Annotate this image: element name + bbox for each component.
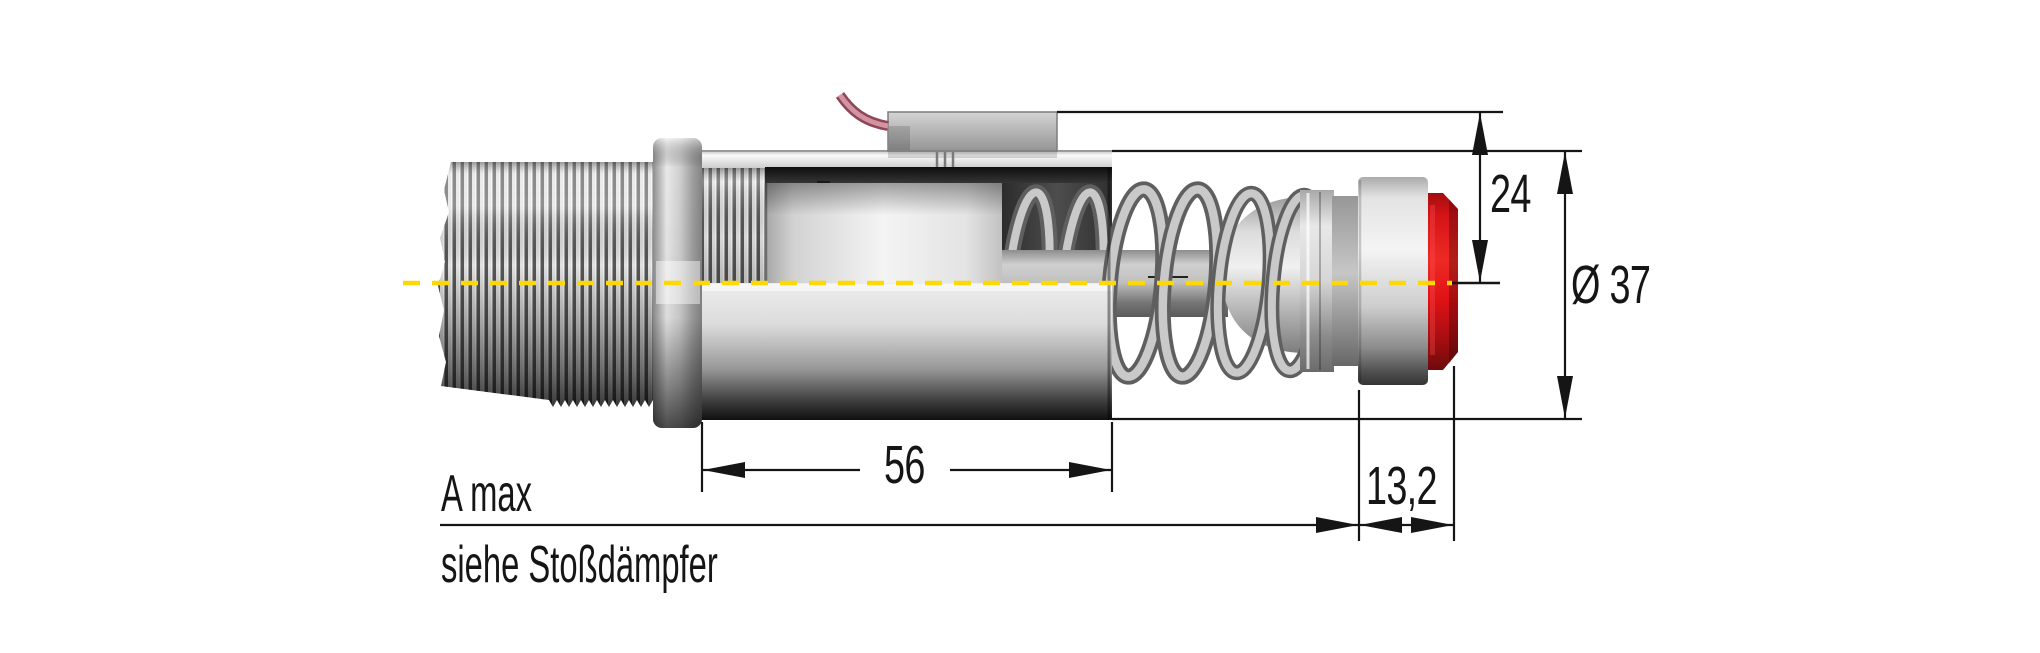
dim-label-24: 24 (1490, 164, 1531, 224)
sensor-block (887, 111, 1058, 167)
a-max-note: siehe Stoßdämpfer (441, 536, 718, 594)
threaded-body (438, 162, 653, 407)
dim-label-13-2: 13,2 (1366, 456, 1437, 516)
inner-cylinder (764, 183, 1002, 283)
a-max-label: A max (441, 465, 533, 523)
sensor-wire (835, 92, 889, 131)
dim-label-diameter-37: Ø 37 (1571, 255, 1651, 315)
spring-coils-inside (1002, 184, 1112, 283)
red-bumper-cap (1428, 193, 1458, 370)
dim-label-56: 56 (884, 435, 925, 495)
dimension-arrows (703, 113, 1573, 533)
outer-sleeve (700, 150, 1112, 420)
thread-section-front (702, 168, 765, 283)
